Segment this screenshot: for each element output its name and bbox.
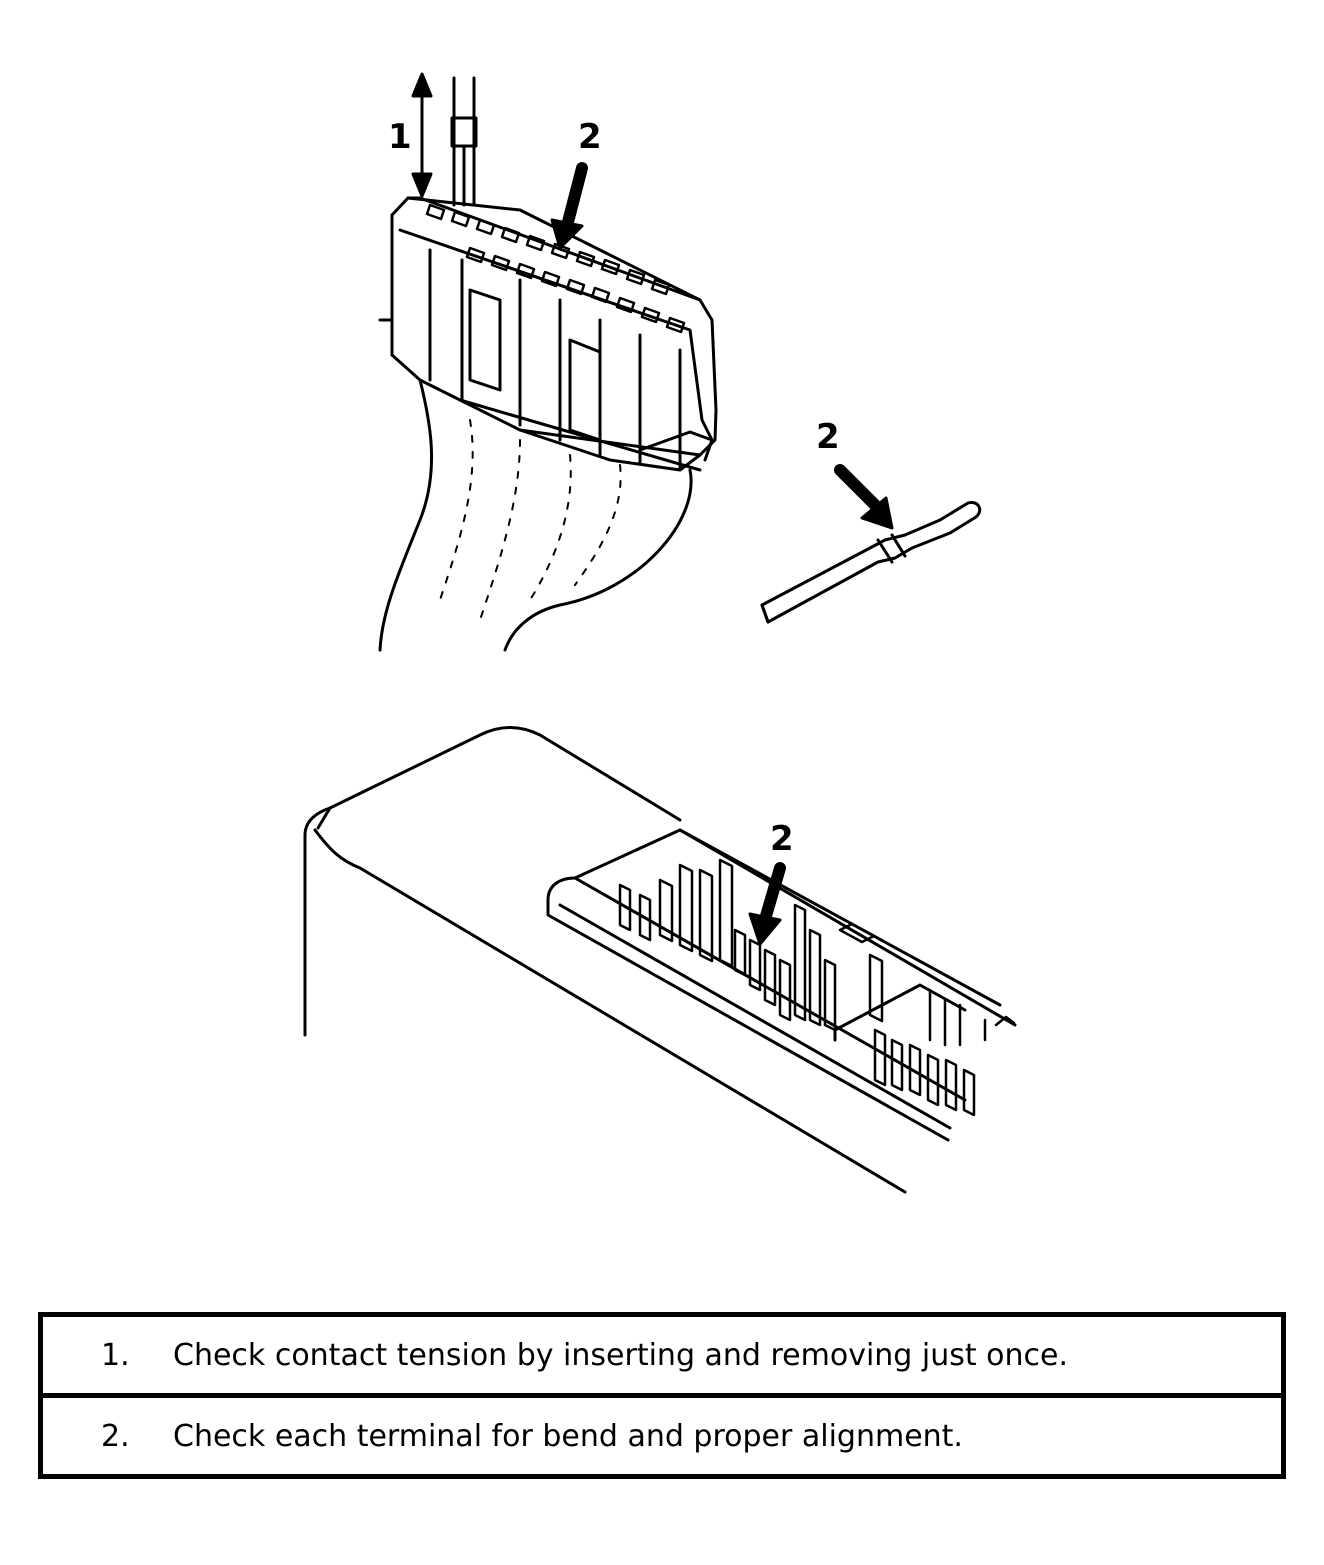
legend-description: Check each terminal for bend and proper … [173, 1418, 963, 1454]
callout-1: 1 [388, 117, 412, 157]
callout-2-top: 2 [578, 117, 602, 157]
harness-connector [378, 76, 718, 652]
terminal-probe [760, 500, 982, 624]
legend-row: 2. Check each terminal for bend and prope… [38, 1393, 1286, 1479]
legend-row: 1. Check contact tension by inserting and… [38, 1312, 1286, 1398]
legend-cell: 1. Check contact tension by inserting and… [38, 1312, 1286, 1398]
terminal-arrow-top [550, 162, 588, 250]
legend-number: 2. [101, 1418, 130, 1454]
insert-remove-arrow [411, 72, 433, 198]
terminal-arrow-probe [834, 464, 894, 530]
callout-2-bottom: 2 [770, 819, 794, 859]
legend-description: Check contact tension by inserting and r… [173, 1337, 1069, 1373]
legend-table: 1. Check contact tension by inserting and… [38, 1312, 1286, 1479]
terminal-arrow-bottom [748, 862, 786, 946]
callout-2-probe: 2 [816, 417, 840, 457]
legend-number: 1. [101, 1337, 130, 1373]
module-connector [303, 726, 1017, 1194]
legend-cell: 2. Check each terminal for bend and prope… [38, 1393, 1286, 1479]
connector-inspection-illustration: 1 2 2 2 [303, 72, 1017, 1194]
